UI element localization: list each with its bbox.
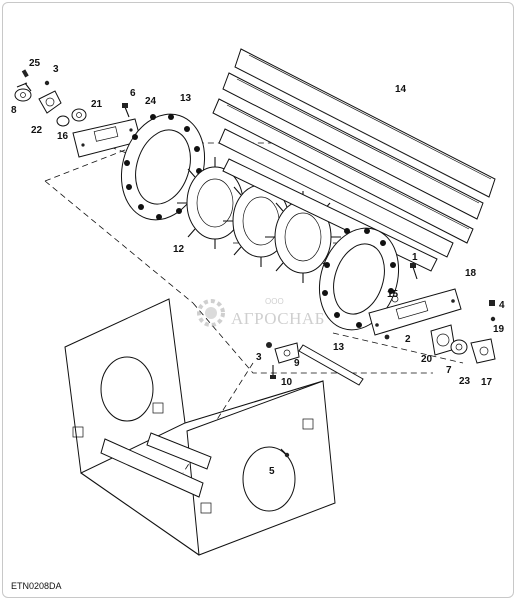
callout-4: 4 <box>499 300 505 311</box>
callout-10: 10 <box>281 377 293 388</box>
drum-end-ring-right <box>318 227 400 331</box>
callout-21: 21 <box>91 99 103 110</box>
callout-18: 18 <box>465 268 477 279</box>
rotor-spiders <box>177 157 341 283</box>
drawing-reference-code: ETN0208DA <box>11 581 62 591</box>
callout-6: 6 <box>130 88 136 99</box>
callout-3-lower: 3 <box>256 352 262 363</box>
callout-labels: 25 3 8 22 16 21 6 24 13 14 12 1 15 18 4 … <box>11 58 505 477</box>
callout-13-shaft: 13 <box>333 342 345 353</box>
callout-20: 20 <box>421 354 433 365</box>
drum-end-ring-left <box>120 113 206 221</box>
callout-23: 23 <box>459 376 471 387</box>
callout-2: 2 <box>405 334 411 345</box>
callout-1: 1 <box>412 252 418 263</box>
callout-8: 8 <box>11 105 17 116</box>
right-bearing-hub-assembly <box>368 263 496 364</box>
callout-16: 16 <box>57 131 69 142</box>
callout-7: 7 <box>446 365 452 376</box>
callout-12: 12 <box>173 244 185 255</box>
left-bearing-hub-assembly <box>14 69 142 158</box>
shaft-and-fasteners <box>266 342 364 386</box>
callout-15: 15 <box>387 289 399 300</box>
exploded-view-drawing: 25 3 8 22 16 21 6 24 13 14 12 1 15 18 4 … <box>11 48 505 556</box>
callout-19: 19 <box>493 324 505 335</box>
callout-5: 5 <box>269 466 275 477</box>
callout-3: 3 <box>53 64 59 75</box>
callout-9: 9 <box>294 358 300 369</box>
drum-rasp-bars <box>212 48 496 272</box>
callout-17: 17 <box>481 377 493 388</box>
frame-side-sheets <box>64 298 336 556</box>
callout-13-left-ring: 13 <box>180 93 192 104</box>
callout-14: 14 <box>395 84 407 95</box>
callout-25: 25 <box>29 58 41 69</box>
callout-24: 24 <box>145 96 157 107</box>
callout-22: 22 <box>31 125 43 136</box>
